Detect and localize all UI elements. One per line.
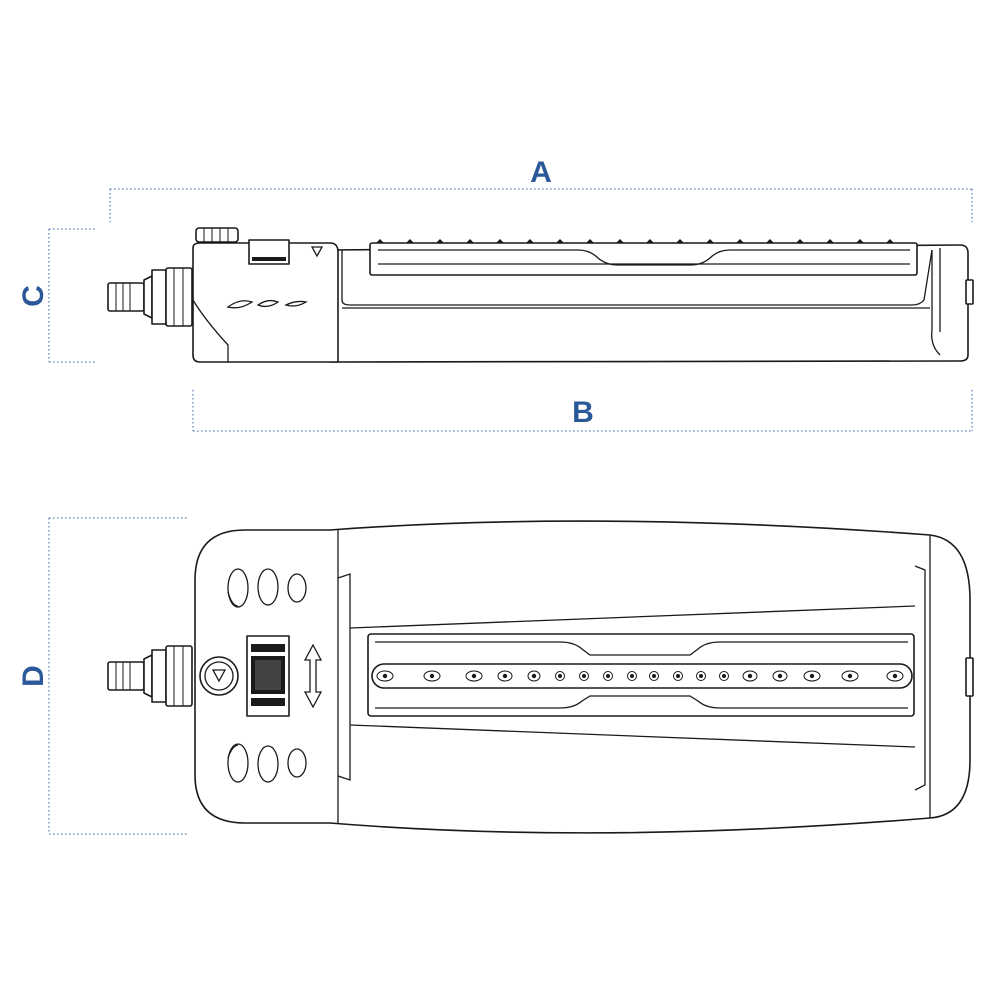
nozzle-teeth-side: [376, 239, 894, 243]
spray-width-slider: [246, 635, 290, 717]
nozzle-row: [376, 670, 904, 682]
hose-connector-side: [107, 267, 193, 327]
dimension-label-a: A: [530, 156, 552, 189]
dimension-label-b: B: [572, 396, 594, 429]
dimension-b: B: [192, 390, 973, 432]
oscillating-tube-side: [369, 239, 918, 276]
range-dial-icon: [199, 656, 239, 696]
motor-housing-side: [192, 227, 339, 363]
dimension-d: D: [17, 517, 188, 835]
double-arrow-icon: [303, 643, 323, 709]
end-cap-side: [965, 279, 974, 305]
hose-connector-top: [107, 645, 193, 707]
top-view: [107, 520, 974, 834]
dimension-label-d: D: [17, 665, 50, 687]
motor-housing-top: [199, 568, 323, 783]
oscillating-tube-top: [367, 633, 915, 717]
end-cap-top: [965, 657, 974, 697]
dimension-c: C: [17, 228, 95, 363]
side-view: [107, 227, 974, 363]
dimension-label-c: C: [17, 285, 50, 307]
dimension-a: A: [109, 156, 973, 222]
